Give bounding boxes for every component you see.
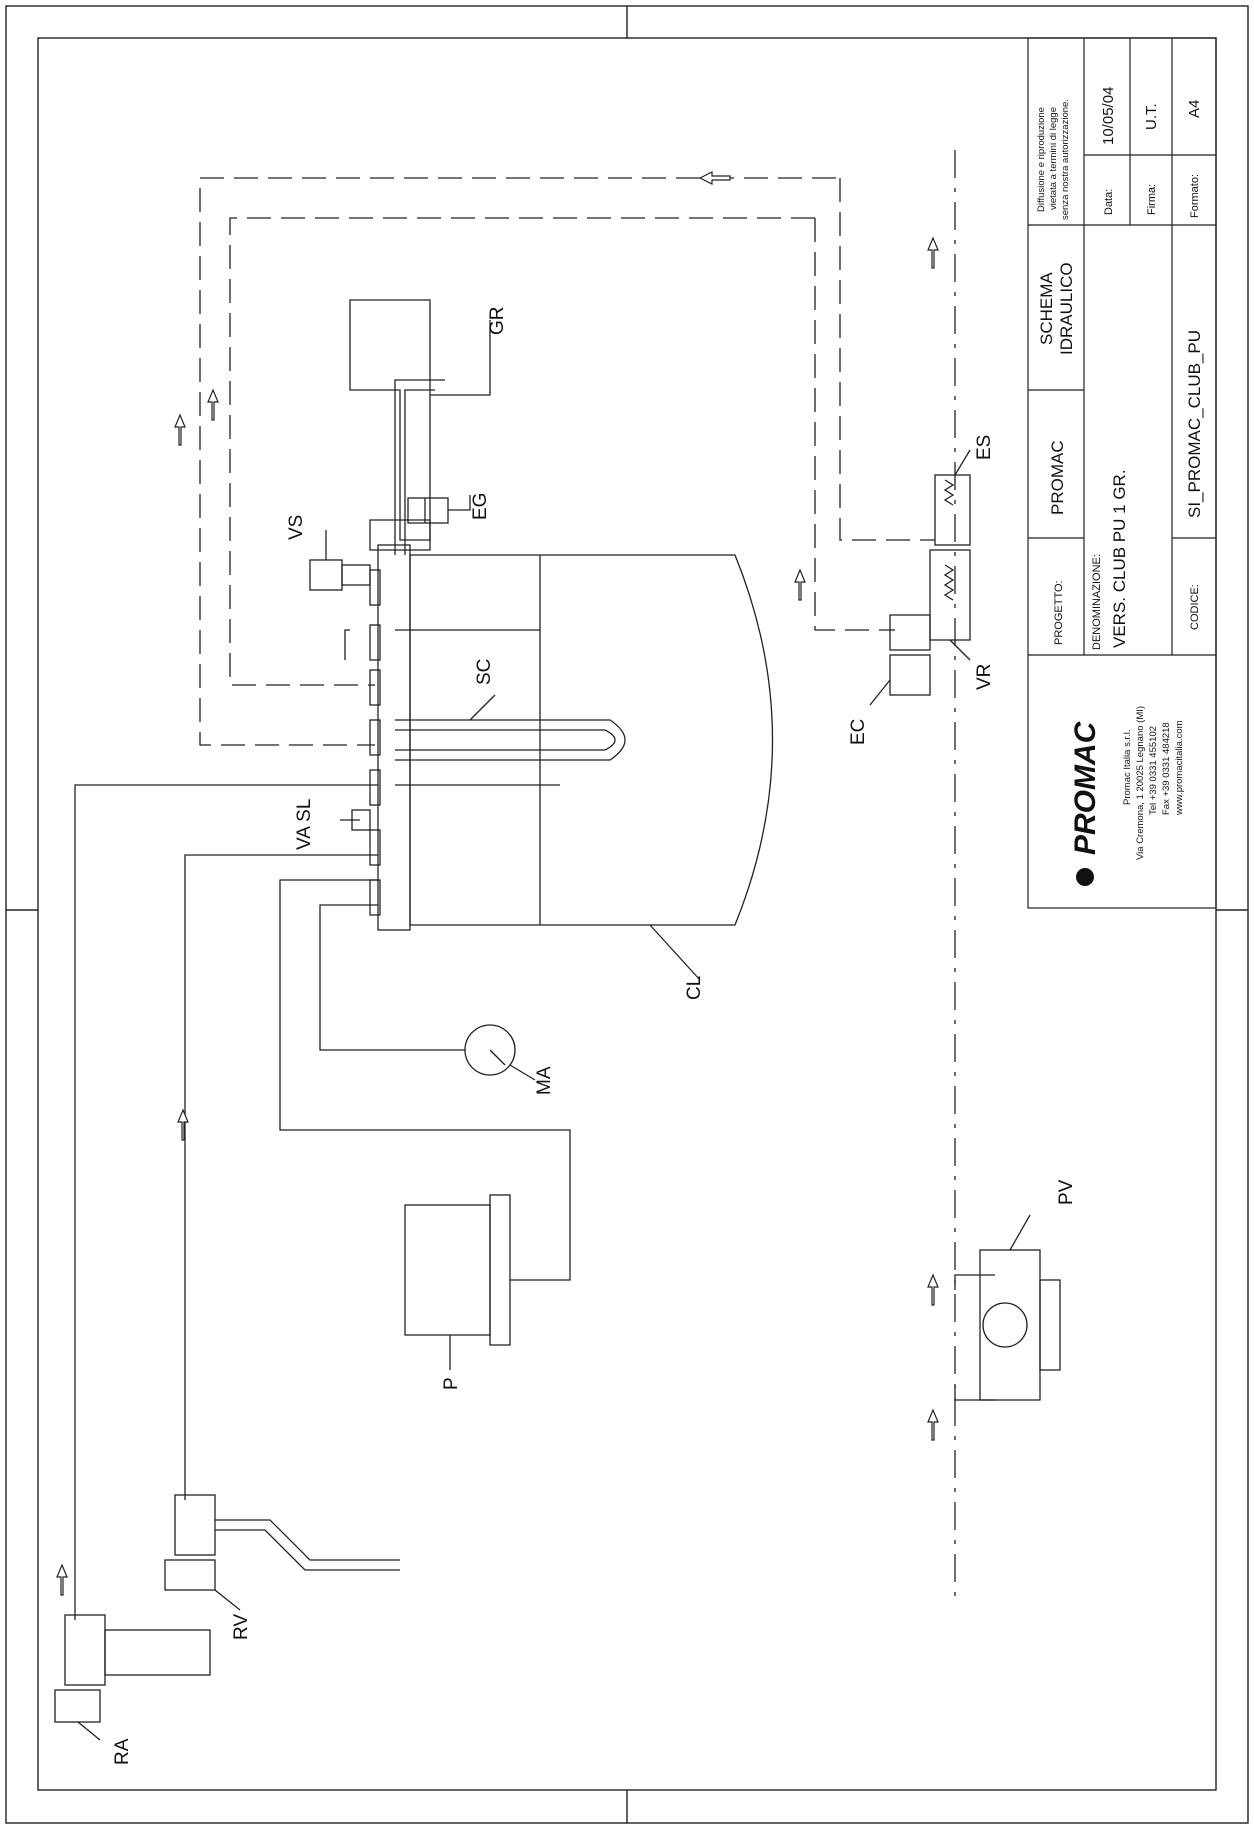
heat-exchanger-coil xyxy=(395,719,626,761)
name-label: DENOMINAZIONE: xyxy=(1091,554,1103,650)
notice-line-1: Diffusione e riproduzione xyxy=(1036,107,1047,212)
check-valve xyxy=(929,549,971,641)
label-eg: EG xyxy=(470,493,491,520)
expansion-valve xyxy=(934,474,971,546)
arrow-icon xyxy=(174,413,186,446)
schema-title-line-1: SCHEMA xyxy=(1037,272,1056,345)
gauge-line xyxy=(319,904,465,1051)
label-va-sl: VA SL xyxy=(294,799,315,850)
project-label: PROGETTO: xyxy=(1053,580,1065,645)
safety-valve xyxy=(309,559,343,591)
signature-value: U.T. xyxy=(1143,103,1160,130)
title-block-frame xyxy=(1027,37,1217,909)
steam-tap-body xyxy=(174,1494,216,1556)
label-ma: MA xyxy=(534,1066,555,1095)
drain-line-mid xyxy=(184,854,378,1500)
label-ec: EC xyxy=(848,719,869,745)
date-value: 10/05/04 xyxy=(1100,87,1117,145)
label-es: ES xyxy=(974,435,995,460)
arrow-icon xyxy=(207,388,219,421)
signature-label: Firma: xyxy=(1146,184,1158,215)
label-gr: GR xyxy=(487,307,508,336)
boiler-flange xyxy=(377,544,411,931)
notice-line-3: senza nostra autorizzazione. xyxy=(1060,99,1071,220)
date-label: Data: xyxy=(1103,189,1115,215)
pump-supply-line xyxy=(279,879,571,1281)
brand-logo: PROMAC xyxy=(1069,720,1102,855)
pump-motor xyxy=(404,1204,491,1336)
arrow-icon xyxy=(927,1273,939,1306)
flow-arrows xyxy=(56,171,939,1596)
arrow-icon xyxy=(698,171,731,185)
company-line-1: Promac Italia s.r.l. xyxy=(1122,730,1133,806)
dashed-line-inner-loop xyxy=(229,217,815,686)
arrow-icon xyxy=(927,1408,939,1441)
label-pv: PV xyxy=(1056,1179,1077,1205)
label-vs: VS xyxy=(286,515,307,540)
steam-tap-knob xyxy=(164,1559,216,1591)
drain-line-left xyxy=(74,784,378,1620)
title-block-text: Diffusione e riproduzione vietata a term… xyxy=(1036,87,1204,886)
company-line-2: Via Cremona, 1 20025 Legnano (MI) xyxy=(1135,706,1146,860)
brew-group-pipe xyxy=(394,379,445,555)
brand-logo-mark xyxy=(1076,868,1094,886)
water-tap-spout xyxy=(104,1629,211,1676)
project-value: PROMAC xyxy=(1048,440,1067,515)
label-vr: VR xyxy=(974,664,995,690)
vibration-pump-body xyxy=(979,1249,1041,1401)
arrow-icon xyxy=(927,236,939,269)
name-value: VERS. CLUB PU 1 GR. xyxy=(1110,469,1129,648)
brew-group-body xyxy=(349,299,431,541)
fill-solenoid xyxy=(889,614,931,651)
title-block xyxy=(1027,37,1217,909)
label-p: P xyxy=(441,1377,462,1390)
company-line-5: www.promacitalia.com xyxy=(1174,720,1185,816)
format-label: Formato: xyxy=(1189,174,1201,218)
arrow-icon xyxy=(177,1108,189,1141)
pump-outlet-line xyxy=(954,1385,995,1401)
label-ra: RA xyxy=(112,1738,133,1765)
code-label: CODICE: xyxy=(1189,584,1201,630)
dashed-line-right-loop xyxy=(839,178,935,541)
boiler-tank xyxy=(409,554,774,926)
company-line-3: Tel +39 0331 455102 xyxy=(1148,726,1159,815)
label-rv: RV xyxy=(231,1614,252,1640)
pump-inlet-line xyxy=(954,1274,995,1290)
group-solenoid xyxy=(407,497,449,524)
notice-line-2: vietata a termini di legge xyxy=(1048,107,1059,210)
vibration-pump-port xyxy=(982,1302,1028,1348)
label-sc: SC xyxy=(474,659,495,685)
arrow-icon xyxy=(56,1563,68,1596)
steam-tap-wand xyxy=(215,1519,400,1561)
dashed-line-outer-loop xyxy=(199,177,700,746)
water-tap-body xyxy=(64,1614,106,1686)
code-value: SI_PROMAC_CLUB_PU xyxy=(1185,330,1204,518)
fill-solenoid-coil xyxy=(889,654,931,696)
label-cl: CL xyxy=(684,976,705,1000)
format-value: A4 xyxy=(1186,100,1203,118)
company-line-4: Fax +39 0331 484218 xyxy=(1161,722,1172,815)
water-tap-knob xyxy=(54,1689,101,1723)
dashed-line-inner-right xyxy=(814,218,895,631)
arrow-icon xyxy=(794,568,806,601)
schema-title-line-2: IDRAULICO xyxy=(1057,262,1076,355)
